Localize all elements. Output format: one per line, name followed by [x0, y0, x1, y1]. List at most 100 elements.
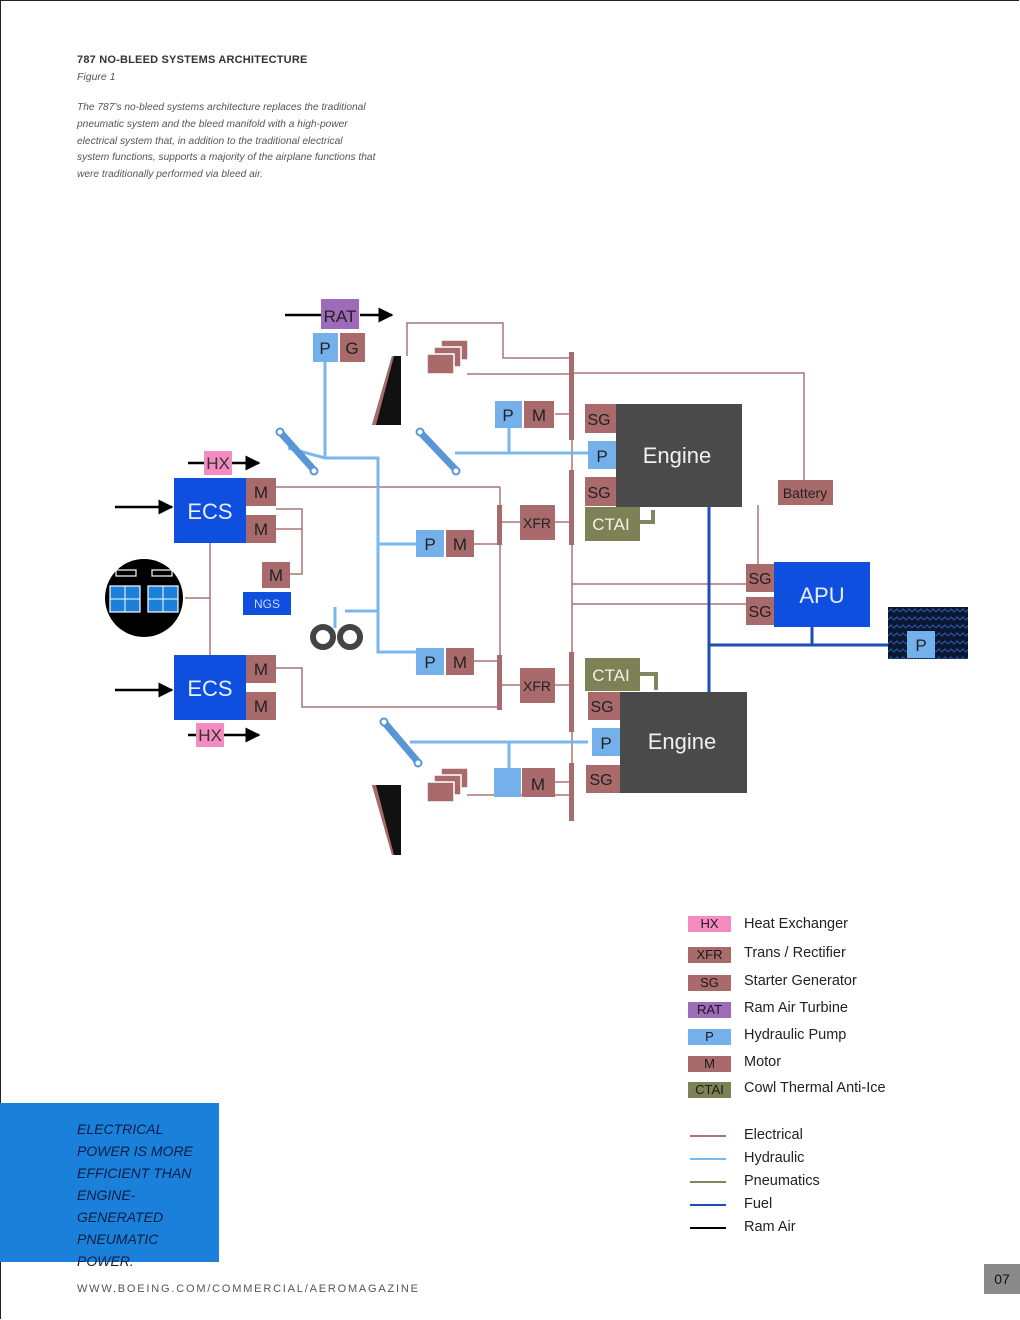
apu-label: APU: [799, 583, 844, 608]
ecs-top-motor-1-label: M: [254, 483, 268, 502]
pump-middle-1-label: P: [424, 535, 435, 554]
starter-generator: [588, 692, 620, 720]
ram-air-turbine: [321, 299, 359, 329]
pull-quote-box: [0, 1103, 219, 1262]
legend-label: Hydraulic Pump: [744, 1027, 847, 1043]
sg-label: SG: [587, 412, 610, 429]
nitrogen-generation-system: [243, 592, 291, 615]
legend-label: Motor: [744, 1054, 782, 1070]
footer-url[interactable]: WWW.BOEING.COM/COMMERCIAL/AEROMAGAZINE: [77, 1283, 420, 1295]
power-buses: [497, 352, 574, 821]
sg-label: SG: [589, 772, 612, 789]
legend-item-pneumatics: Pneumatics: [688, 1173, 988, 1191]
ctai-bottom-label: CTAI: [592, 666, 629, 685]
actuator-icon: [415, 427, 461, 476]
starter-generator: [585, 404, 616, 433]
rat-generator: [340, 333, 365, 362]
motor-middle-1: [446, 530, 474, 557]
heat-exchanger-top: [204, 451, 232, 475]
legend-label: Ram Air Turbine: [744, 1000, 848, 1016]
wing-flap-top-edge: [372, 356, 394, 425]
legend-item-heat-exchanger: HX Heat Exchanger: [688, 916, 988, 934]
pump-middle-2-label: P: [424, 653, 435, 672]
ram-air-arrows: [115, 307, 394, 743]
hx-top-label: HX: [206, 454, 230, 473]
figure-number: Figure 1: [77, 71, 116, 83]
engine-pump-bottom: [592, 728, 620, 756]
motor-middle-2: [446, 648, 474, 675]
legend-swatch: RAT: [688, 1002, 731, 1018]
legend-swatch: P: [688, 1029, 731, 1045]
legend-swatch: M: [688, 1056, 731, 1072]
ecs-top-motor-2: [246, 515, 276, 543]
engine-bottom-label: Engine: [648, 729, 717, 754]
motor-middle-1-label: M: [453, 535, 467, 554]
legend-item-starter-generator: SG Starter Generator: [688, 973, 988, 993]
legend-label: Heat Exchanger: [744, 916, 848, 932]
trans-rectifier-top: [520, 505, 555, 540]
ctai-bottom: [585, 658, 640, 691]
ecs-bottom-motor-2: [246, 692, 276, 720]
pump-bottom: [494, 768, 521, 797]
apu-sg-1-label: SG: [748, 571, 771, 588]
legend-label: Cowl Thermal Anti-Ice: [744, 1080, 886, 1096]
rat-label: RAT: [324, 307, 357, 326]
hx-bottom-label: HX: [198, 726, 222, 745]
legend-label: Pneumatics: [744, 1173, 820, 1189]
pneumatic-lines: [640, 510, 658, 690]
legend-swatch: CTAI: [688, 1082, 731, 1098]
stacked-loads-bottom: [426, 767, 469, 803]
ngs-label: NGS: [254, 597, 280, 611]
legend-item-trans-rectifier: XFR Trans / Rectifier: [688, 945, 988, 965]
motor-top: [524, 401, 554, 428]
landing-gear-icon: [310, 624, 363, 650]
motor-top-label: M: [532, 406, 546, 425]
engine-bottom: [620, 692, 747, 793]
pump-top: [495, 401, 522, 428]
xfr-bottom-label: XFR: [523, 678, 551, 694]
legend-line-swatch: [690, 1135, 726, 1137]
legend-line-swatch: [690, 1181, 726, 1183]
engine-pump-top: [588, 441, 616, 469]
engine-pump-top-label: P: [596, 447, 607, 466]
legend-swatch: XFR: [688, 947, 731, 963]
legend-item-cowl-thermal-anti-ice: CTAI Cowl Thermal Anti-Ice: [688, 1080, 988, 1100]
battery: [778, 480, 833, 505]
apu-starter-generator-2: [746, 597, 774, 625]
xfr-top-label: XFR: [523, 515, 551, 531]
ctai-top-label: CTAI: [592, 515, 629, 534]
legend-item-hydraulic: Hydraulic: [688, 1150, 988, 1168]
ecs-top-motor-2-label: M: [254, 520, 268, 539]
trans-rectifier-bottom: [520, 668, 555, 703]
fuel-pump: [907, 631, 935, 658]
pump-top-label: P: [502, 406, 513, 425]
ecs-top: [174, 478, 246, 543]
wing-flap-bottom-edge: [372, 785, 394, 855]
legend-line-swatch: [690, 1204, 726, 1206]
pump-middle-1: [416, 530, 444, 557]
page-number: 07: [984, 1264, 1020, 1294]
legend-label: Trans / Rectifier: [744, 945, 846, 961]
actuator-icon: [275, 427, 319, 476]
stacked-loads-top: [426, 339, 469, 375]
starter-generator: [585, 477, 616, 506]
ctai-top: [585, 507, 640, 541]
legend-item-hydraulic-pump: P Hydraulic Pump: [688, 1027, 988, 1047]
legend-item-motor: M Motor: [688, 1054, 988, 1074]
legend-item-electrical: Electrical: [688, 1127, 988, 1145]
pump-middle-2: [416, 648, 444, 675]
engine-pump-bottom-label: P: [600, 734, 611, 753]
rat-pump: [313, 333, 338, 362]
fuel-pump-label: P: [915, 636, 926, 655]
legend-label: Ram Air: [744, 1219, 796, 1235]
legend-item-ram-air-turbine: RAT Ram Air Turbine: [688, 1000, 988, 1020]
motor-bottom: [522, 768, 555, 797]
apu: [774, 562, 870, 627]
legend-swatch: HX: [688, 916, 731, 932]
engine-top-label: Engine: [643, 443, 712, 468]
sg-label: SG: [587, 485, 610, 502]
battery-label: Battery: [783, 485, 827, 501]
ngs-motor: [262, 562, 290, 588]
legend-label: Fuel: [744, 1196, 773, 1212]
actuator-icon: [379, 717, 423, 768]
